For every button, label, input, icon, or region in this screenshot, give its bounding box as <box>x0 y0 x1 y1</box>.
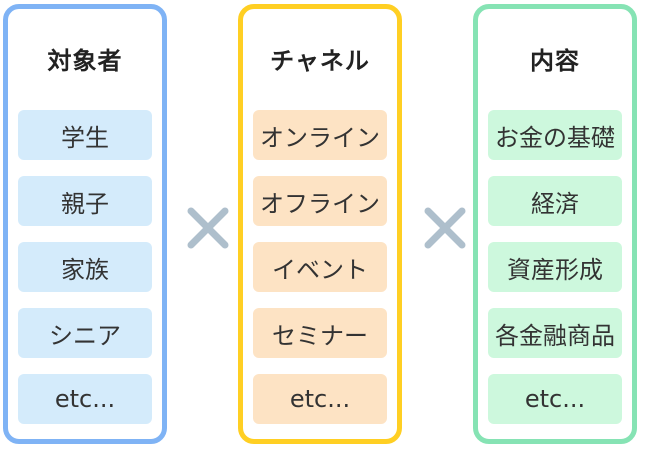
target-audience-column: 対象者 学生 親子 家族 シニア etc... <box>3 4 167 444</box>
list-item: オンライン <box>253 110 387 160</box>
list-item: etc... <box>488 374 622 424</box>
column-title: 内容 <box>530 47 580 75</box>
list-item: シニア <box>18 308 152 358</box>
list-item: 親子 <box>18 176 152 226</box>
list-item: etc... <box>253 374 387 424</box>
column-title: チャネル <box>270 47 370 75</box>
list-item: 家族 <box>18 242 152 292</box>
content-column: 内容 お金の基礎 経済 資産形成 各金融商品 etc... <box>473 4 637 444</box>
list-item: 経済 <box>488 176 622 226</box>
list-item: 資産形成 <box>488 242 622 292</box>
list-item: etc... <box>18 374 152 424</box>
list-item: 各金融商品 <box>488 308 622 358</box>
list-item: イベント <box>253 242 387 292</box>
list-item: 学生 <box>18 110 152 160</box>
list-item: セミナー <box>253 308 387 358</box>
channel-column: チャネル オンライン オフライン イベント セミナー etc... <box>238 4 402 444</box>
column-title: 対象者 <box>47 47 123 75</box>
multiply-icon <box>186 206 230 250</box>
list-item: オフライン <box>253 176 387 226</box>
multiply-icon <box>423 206 467 250</box>
list-item: お金の基礎 <box>488 110 622 160</box>
